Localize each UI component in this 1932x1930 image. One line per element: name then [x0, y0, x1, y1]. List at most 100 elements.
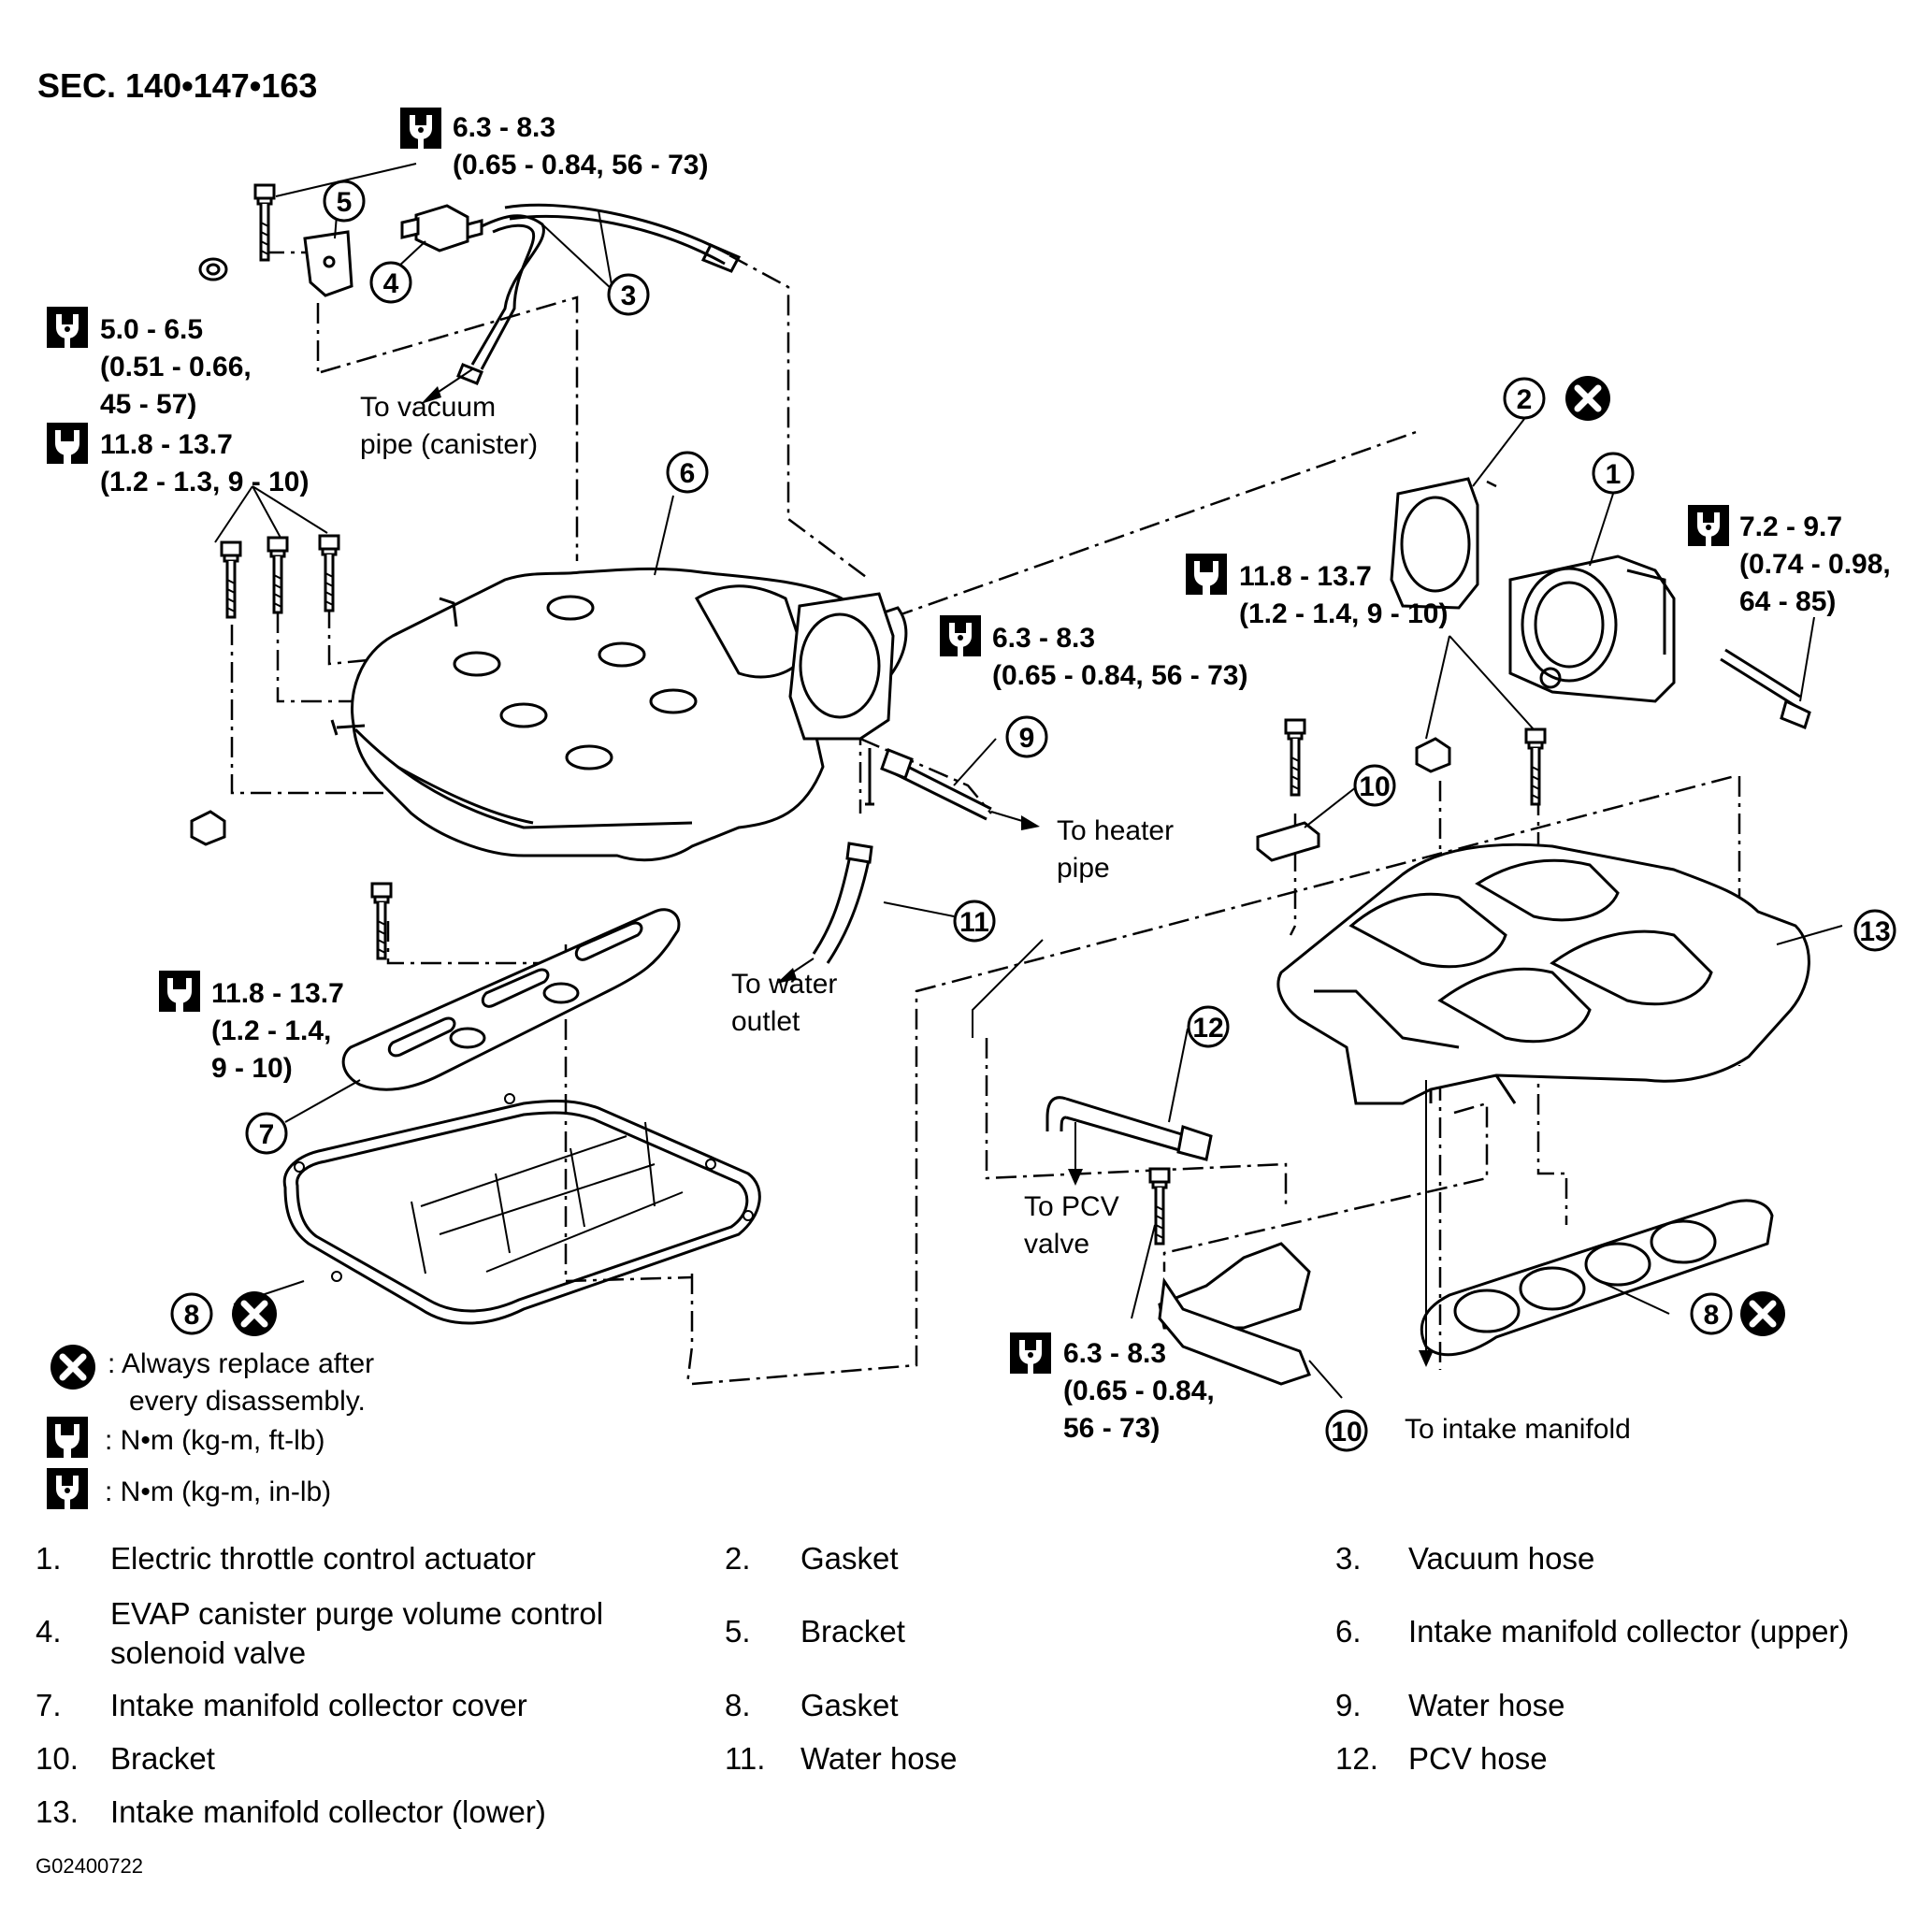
callout-9: 9 — [1005, 715, 1048, 758]
svg-text:6.: 6. — [1335, 1614, 1362, 1649]
water-hose-11 — [812, 842, 873, 964]
svg-text:Water hose: Water hose — [800, 1741, 958, 1776]
torque-spec-collector-bolts: 11.8 - 13.7 (1.2 - 1.3, 9 - 10) — [47, 423, 309, 497]
nut-5 — [198, 257, 228, 281]
svg-text:11.8 - 13.7: 11.8 - 13.7 — [100, 429, 233, 460]
torque-spec-cover: 11.8 - 13.7 (1.2 - 1.4, 9 - 10) — [159, 971, 344, 1084]
svg-text:10.: 10. — [36, 1741, 79, 1776]
svg-text:10: 10 — [1359, 771, 1390, 802]
svg-text:EVAP canister purge volume con: EVAP canister purge volume control — [110, 1596, 603, 1631]
callout-10-lower: 10 — [1325, 1409, 1368, 1452]
svg-text:4: 4 — [383, 268, 399, 299]
note-to-pcv: To PCV — [1024, 1191, 1119, 1222]
callout-8-left: 8 — [170, 1292, 213, 1335]
callout-4: 4 — [369, 261, 412, 304]
svg-text:5: 5 — [337, 187, 353, 218]
svg-text:Gasket: Gasket — [800, 1541, 899, 1576]
list-item: 9. Water hose — [1335, 1688, 1565, 1722]
svg-text:Intake manifold collector cove: Intake manifold collector cover — [110, 1688, 527, 1722]
list-item: 3. Vacuum hose — [1335, 1541, 1594, 1576]
svg-text:11.8 - 13.7: 11.8 - 13.7 — [1239, 561, 1372, 592]
svg-text:: N•m (kg-m, in-lb): : N•m (kg-m, in-lb) — [105, 1476, 331, 1507]
torque-ft-lb-icon — [47, 1417, 88, 1458]
list-item: 13. Intake manifold collector (lower) — [36, 1794, 546, 1829]
callout-8-right: 8 — [1690, 1292, 1733, 1335]
note-to-intake-manifold: To intake manifold — [1405, 1414, 1631, 1445]
replace-icon-8-right — [1740, 1291, 1785, 1336]
legend: : Always replace after every disassembly… — [47, 1345, 374, 1509]
svg-text:(1.2 - 1.4,: (1.2 - 1.4, — [211, 1015, 331, 1046]
water-hose-9 — [880, 748, 992, 821]
torque-in-lb-icon — [1010, 1332, 1051, 1374]
replace-icon-2 — [1565, 376, 1610, 421]
note-to-pcv-2: valve — [1024, 1229, 1089, 1260]
svg-text:PCV hose: PCV hose — [1408, 1741, 1548, 1776]
list-item: 5. Bracket — [725, 1614, 905, 1649]
pcv-hose-12 — [1045, 1096, 1213, 1161]
svg-text:5.0 - 6.5: 5.0 - 6.5 — [100, 314, 203, 345]
throttle-actuator-1 — [1508, 555, 1676, 703]
callout-11: 11 — [953, 900, 996, 943]
callout-7: 7 — [245, 1112, 288, 1155]
svg-text:11.: 11. — [725, 1741, 765, 1776]
throttle-bolt — [1720, 648, 1811, 729]
svg-text:8: 8 — [1704, 1300, 1720, 1331]
svg-text:Water hose: Water hose — [1408, 1688, 1565, 1722]
svg-text:(1.2 - 1.3, 9 - 10): (1.2 - 1.3, 9 - 10) — [100, 467, 309, 497]
svg-text:Intake manifold collector (low: Intake manifold collector (lower) — [110, 1794, 546, 1829]
list-item: 1. Electric throttle control actuator — [36, 1541, 536, 1576]
svg-text:Vacuum hose: Vacuum hose — [1408, 1541, 1594, 1576]
torque-in-lb-icon — [47, 1468, 88, 1509]
gasket-8-right — [1420, 1199, 1774, 1357]
svg-text:8.: 8. — [725, 1688, 751, 1722]
torque-spec-throttle: 7.2 - 9.7 (0.74 - 0.98, 64 - 85) — [1688, 505, 1891, 617]
svg-text:(1.2 - 1.4, 9 - 10): (1.2 - 1.4, 9 - 10) — [1239, 598, 1448, 629]
section-title: SEC. 140•147•163 — [37, 66, 317, 105]
gasket-2 — [1390, 477, 1479, 610]
torque-spec-top: 6.3 - 8.3 (0.65 - 0.84, 56 - 73) — [400, 108, 709, 180]
svg-text:6.3 - 8.3: 6.3 - 8.3 — [992, 623, 1095, 654]
vacuum-hose-3 — [456, 203, 742, 385]
note-to-water: To water — [731, 969, 837, 1000]
callout-1: 1 — [1592, 452, 1635, 495]
svg-text:Bracket: Bracket — [110, 1741, 215, 1776]
callout-13: 13 — [1853, 909, 1896, 952]
list-item: 12. PCV hose — [1335, 1741, 1548, 1776]
svg-text:6: 6 — [680, 458, 696, 489]
svg-text:12: 12 — [1192, 1013, 1223, 1044]
svg-text:9.: 9. — [1335, 1688, 1362, 1722]
svg-text:10: 10 — [1331, 1417, 1362, 1448]
svg-text:9 - 10): 9 - 10) — [211, 1053, 293, 1084]
torque-spec-bracket: 5.0 - 6.5 (0.51 - 0.66, 45 - 57) — [47, 307, 252, 420]
bracket-5 — [303, 230, 353, 297]
svg-text:13.: 13. — [36, 1794, 79, 1829]
svg-text:64 - 85): 64 - 85) — [1739, 586, 1836, 617]
torque-ft-lb-icon — [1186, 554, 1227, 595]
svg-text:7.: 7. — [36, 1688, 62, 1722]
torque-spec-center: 6.3 - 8.3 (0.65 - 0.84, 56 - 73) — [940, 615, 1248, 691]
svg-text:Bracket: Bracket — [800, 1614, 905, 1649]
svg-text:11: 11 — [959, 907, 989, 938]
bolt-collector-2 — [267, 536, 289, 614]
bracket-10-upper — [1256, 821, 1320, 862]
svg-text:2.: 2. — [725, 1541, 751, 1576]
torque-in-lb-icon — [1688, 505, 1729, 546]
list-item: 10. Bracket — [36, 1741, 215, 1776]
svg-text:3: 3 — [621, 281, 637, 311]
svg-text:(0.74 - 0.98,: (0.74 - 0.98, — [1739, 549, 1891, 580]
torque-in-lb-icon — [940, 615, 981, 656]
torque-in-lb-icon — [47, 307, 88, 348]
callout-12: 12 — [1187, 1005, 1230, 1048]
callout-6: 6 — [666, 451, 709, 494]
svg-text:solenoid valve: solenoid valve — [110, 1635, 306, 1670]
svg-text:11.8 - 13.7: 11.8 - 13.7 — [211, 978, 344, 1009]
svg-text:9: 9 — [1019, 723, 1035, 754]
svg-text:(0.65 - 0.84,: (0.65 - 0.84, — [1063, 1375, 1215, 1406]
replace-icon-8-left — [232, 1291, 277, 1336]
torque-ft-lb-icon — [47, 423, 88, 464]
svg-text:every disassembly.: every disassembly. — [129, 1386, 366, 1417]
direction-arrows — [421, 368, 1434, 1367]
bolt-lower-collector — [1524, 727, 1547, 806]
svg-text:13: 13 — [1859, 916, 1890, 947]
